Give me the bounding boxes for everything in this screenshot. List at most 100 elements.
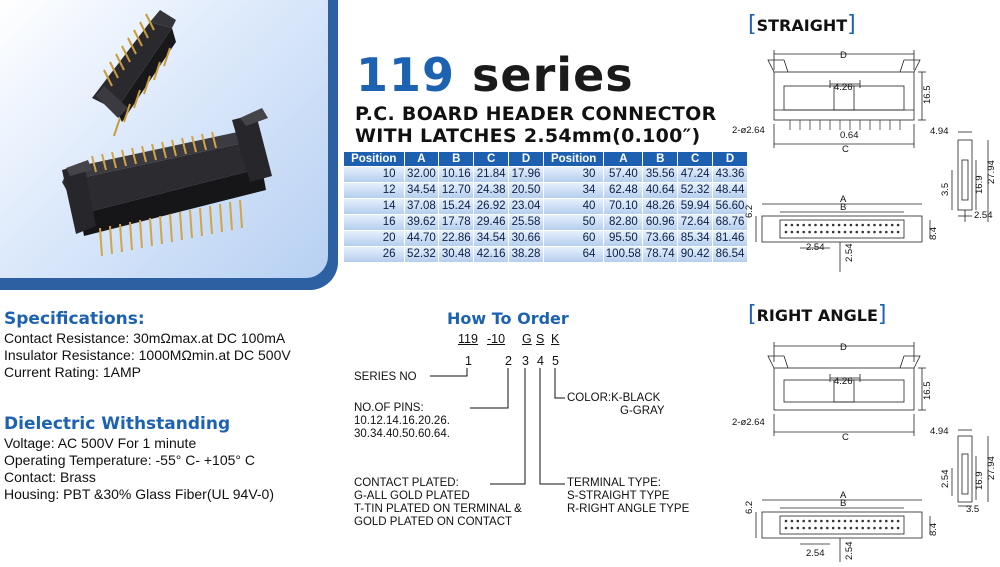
spec-line: Insulator Resistance: 1000MΩmin.at DC 50… xyxy=(4,347,291,363)
pin-dot xyxy=(837,223,841,227)
order-index: 1 xyxy=(465,354,472,368)
pin-dot xyxy=(820,519,823,523)
table-header-cell: Position xyxy=(344,152,404,166)
pin-dot xyxy=(896,526,900,530)
connector-upper xyxy=(92,10,176,137)
order-pins-values: 10.12.14.16.20.26. xyxy=(354,415,450,427)
order-index: 5 xyxy=(552,354,559,368)
right-angle-dim-D: D xyxy=(840,342,847,353)
order-pins-label: NO.OF PINS: xyxy=(354,402,424,414)
bracket-open: [ xyxy=(748,12,757,37)
pin-dot xyxy=(896,230,900,234)
table-header-cell: Position xyxy=(543,152,604,166)
table-header-cell: D xyxy=(713,152,747,166)
straight-view-label: [STRAIGHT] xyxy=(748,12,856,37)
pin-dot xyxy=(808,526,811,530)
table-cell: 85.34 xyxy=(678,231,713,246)
pin-dot xyxy=(879,230,882,234)
table-cell: 30 xyxy=(543,167,604,182)
series-title: 119 series xyxy=(356,48,634,102)
right-angle-dim-side-base: 3.5 xyxy=(966,504,979,515)
right-angle-dim-side-width: 4.94 xyxy=(930,426,949,437)
table-cell: 52.32 xyxy=(404,247,439,262)
straight-dim-side-width: 4.94 xyxy=(930,126,949,137)
table-header-cell: D xyxy=(509,152,543,166)
right-angle-dim-pitch-x: 2.54 xyxy=(806,548,825,559)
order-plated-label: CONTACT PLATED: xyxy=(354,477,459,489)
table-cell: 59.94 xyxy=(678,199,713,214)
pin-dot xyxy=(855,526,859,530)
table-cell: 50 xyxy=(543,215,604,230)
series-number: 119 xyxy=(356,48,456,102)
pin-dot xyxy=(867,223,870,227)
pin-dot xyxy=(784,519,788,523)
straight-dim-side-base: 2.54 xyxy=(974,210,993,221)
right-angle-view-label: [RIGHT ANGLE] xyxy=(748,302,887,327)
table-header-cell: B xyxy=(643,152,678,166)
table-header-row: Position A B C D Position A B C D xyxy=(344,152,747,166)
right-angle-dim-hole: 2-ø2.64 xyxy=(732,417,765,428)
pin-dot xyxy=(814,223,817,227)
right-angle-dim-27-94: 27.94 xyxy=(986,456,997,480)
pin-dot xyxy=(784,526,788,530)
pin-dot xyxy=(790,223,794,227)
table-cell: 48.44 xyxy=(713,183,747,198)
product-photo-frame xyxy=(0,0,338,290)
pin-dot xyxy=(855,223,859,227)
pin-dot xyxy=(826,519,829,523)
table-cell: 60.96 xyxy=(643,215,678,230)
dielectric-line: Housing: PBT &30% Glass Fiber(UL 94V-0) xyxy=(4,486,275,502)
pin-dot xyxy=(896,223,900,227)
table-cell: 100.58 xyxy=(604,247,643,262)
order-terminal-option: S-STRAIGHT TYPE xyxy=(567,490,670,502)
table-cell: 82.80 xyxy=(604,215,643,230)
order-code-part: K xyxy=(551,332,560,346)
table-cell: 56.60 xyxy=(713,199,747,214)
straight-dim-A: A xyxy=(840,194,847,205)
table-cell: 15.24 xyxy=(439,199,474,214)
order-code-part: 119 xyxy=(458,332,478,346)
table-cell: 20.50 xyxy=(509,183,543,198)
table-cell: 17.96 xyxy=(509,167,543,182)
table-header-cell: A xyxy=(404,152,439,166)
connector-photo-illustration xyxy=(62,10,272,257)
right-angle-front-view xyxy=(767,342,926,436)
pin-dot xyxy=(831,230,835,234)
order-index: 4 xyxy=(537,354,544,368)
order-code-part: S xyxy=(536,332,545,346)
straight-dim-C: C xyxy=(842,144,849,155)
right-angle-dim-height: 16.5 xyxy=(922,382,933,401)
pin-dot xyxy=(831,526,835,530)
table-cell: 40 xyxy=(543,199,604,214)
pin-dot xyxy=(885,526,888,530)
table-header-cell: C xyxy=(678,152,713,166)
pin-dot xyxy=(849,230,853,234)
table-cell: 10.16 xyxy=(439,167,474,182)
straight-dim-pin: 0.64 xyxy=(840,130,859,141)
pin-dot xyxy=(837,519,841,523)
connector-lower xyxy=(62,108,272,257)
product-photo xyxy=(0,0,328,278)
table-cell: 40.64 xyxy=(643,183,678,198)
table-cell: 12.70 xyxy=(439,183,474,198)
right-angle-dim-8-4: 8.4 xyxy=(928,523,939,536)
pin-dot xyxy=(867,519,870,523)
table-cell: 57.40 xyxy=(604,167,643,182)
pin-dot xyxy=(831,519,835,523)
pin-dot xyxy=(843,519,847,523)
table-cell: 34.54 xyxy=(474,231,509,246)
pin-dot xyxy=(820,223,823,227)
table-header-cell: B xyxy=(439,152,474,166)
table-cell: 64 xyxy=(543,247,604,262)
bracket-close: ] xyxy=(877,302,887,327)
pin-dot xyxy=(885,519,888,523)
pin-dot xyxy=(873,526,876,530)
pin-dot xyxy=(802,519,805,523)
table-cell: 32.00 xyxy=(404,167,439,182)
right-angle-dim-B: B xyxy=(840,498,846,509)
bracket-close: ] xyxy=(847,12,856,37)
